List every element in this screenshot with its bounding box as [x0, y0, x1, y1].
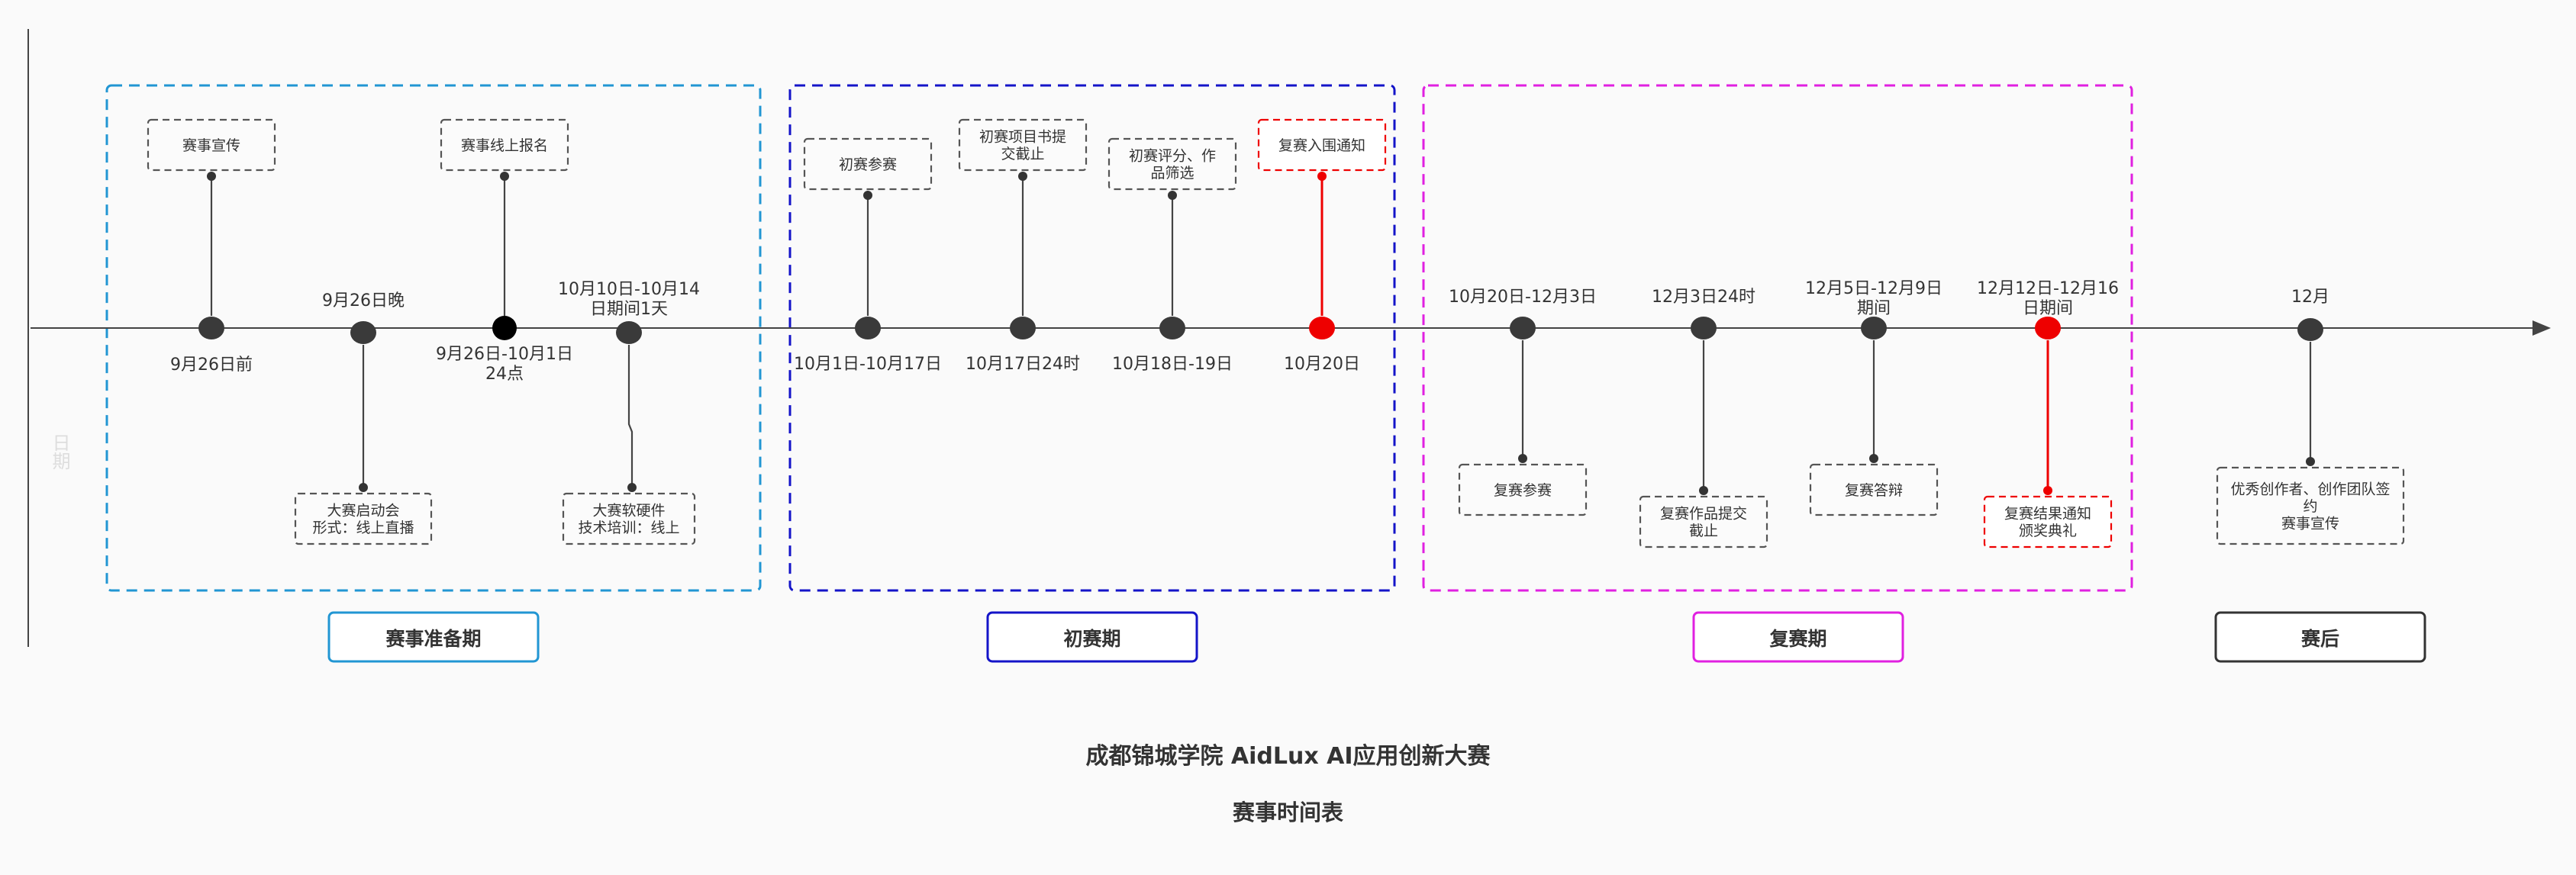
milestone-event-box	[562, 492, 696, 545]
milestone-node	[1861, 317, 1887, 339]
milestone-connector-dot	[863, 191, 872, 200]
milestone-event-box	[1983, 495, 2113, 548]
milestone-event-box	[147, 118, 276, 172]
phase-label-box-2	[1692, 611, 1904, 663]
side-axis-label: 日期	[49, 433, 70, 470]
milestone-date-label: 10月18日-19日	[1112, 355, 1233, 374]
phase-box-0	[105, 84, 762, 592]
milestone-0: 赛事宣传 9月26日前	[147, 118, 276, 375]
milestone-event-label: 复赛参赛	[1494, 482, 1552, 499]
milestone-node	[616, 321, 642, 344]
milestone-node	[2035, 317, 2061, 339]
milestone-event-label: 初赛项目书提交截止	[979, 129, 1066, 162]
milestone-10: 复赛答辩 12月5日-12月9日期间	[1805, 279, 1942, 516]
milestone-node	[492, 316, 517, 340]
milestone-connector-dot	[1168, 191, 1177, 200]
milestone-event-label: 复赛入围通知	[1278, 137, 1365, 154]
milestone-date-label: 10月1日-10月17日	[794, 355, 942, 374]
milestone-event-label: 大赛启动会形式：线上直播	[312, 503, 414, 536]
milestone-date-label: 9月26日晚	[322, 291, 405, 310]
milestone-date-label: 10月20日	[1284, 355, 1360, 374]
milestone-node	[1159, 317, 1185, 339]
milestone-event-box	[1107, 137, 1237, 191]
milestone-8: 复赛参赛 10月20日-12月3日	[1449, 288, 1597, 516]
milestone-date-label: 10月20日-12月3日	[1449, 288, 1597, 307]
milestone-7: 复赛入围通知 10月20日	[1257, 118, 1387, 374]
milestone-12: 优秀创作者、创作团队签约赛事宣传 12月	[2216, 288, 2405, 545]
milestone-date-label: 10月17日24时	[966, 355, 1080, 374]
milestone-event-label: 大赛软硬件技术培训：线上	[578, 503, 679, 536]
milestone-date-label: 12月3日24时	[1652, 288, 1755, 307]
milestone-event-box	[1809, 463, 1939, 516]
milestone-event-label: 复赛答辩	[1845, 482, 1903, 499]
milestone-event-box	[294, 492, 433, 545]
milestone-event-label: 初赛评分、作品筛选	[1129, 148, 1216, 182]
milestone-node	[1309, 317, 1335, 339]
milestone-connector-dot	[1869, 454, 1878, 463]
milestone-connector-dot	[2306, 457, 2315, 466]
milestone-6: 初赛评分、作品筛选 10月18日-19日	[1107, 137, 1237, 374]
milestone-node	[2297, 318, 2323, 341]
phase-label-3: 赛后	[2300, 628, 2339, 650]
milestone-date-label: 9月26日前	[170, 355, 253, 375]
milestone-date-label: 12月5日-12月9日期间	[1805, 279, 1942, 318]
milestone-connector	[627, 345, 634, 487]
milestone-node	[198, 317, 224, 339]
milestone-event-box	[440, 118, 569, 172]
milestone-node	[350, 321, 376, 344]
milestone-connector-dot	[1699, 486, 1708, 495]
milestone-connector-dot	[627, 483, 637, 492]
milestone-event-label: 赛事宣传	[182, 137, 240, 154]
phase-label-box-3	[2214, 611, 2426, 663]
milestone-event-label: 复赛结果通知颁奖典礼	[2004, 506, 2091, 539]
milestone-date-label: 12月	[2291, 288, 2329, 307]
milestone-connector-dot	[207, 172, 216, 181]
milestone-node	[1691, 317, 1717, 339]
milestone-event-label: 复赛作品提交截止	[1660, 506, 1747, 539]
phase-box-1	[788, 84, 1396, 592]
milestone-event-box	[1639, 495, 1768, 548]
milestone-5: 初赛项目书提交截止 10月17日24时	[958, 118, 1088, 374]
milestone-connector-dot	[359, 483, 368, 492]
milestone-connector-dot	[1317, 172, 1327, 181]
milestone-event-label: 优秀创作者、创作团队签约赛事宣传	[2230, 481, 2390, 532]
page-subtitle: 赛事时间表	[1232, 799, 1343, 825]
milestone-event-label: 赛事线上报名	[461, 137, 548, 154]
milestone-node	[1010, 317, 1036, 339]
phase-label-1: 初赛期	[1063, 628, 1120, 650]
milestone-connector-dot	[500, 172, 509, 181]
milestone-connector-dot	[1018, 172, 1027, 181]
phase-label-0: 赛事准备期	[385, 628, 481, 650]
page-title: 成都锦城学院 AidLux AI应用创新大赛	[1085, 743, 1491, 770]
phase-box-2	[1422, 84, 2133, 592]
phase-label-box-1	[986, 611, 1198, 663]
milestone-connector-dot	[2043, 486, 2052, 495]
milestone-connector-dot	[1518, 454, 1527, 463]
milestone-event-box	[803, 137, 933, 191]
milestone-1: 大赛启动会形式：线上直播 9月26日晚	[294, 291, 433, 545]
milestone-event-box	[2216, 466, 2405, 545]
milestone-node	[1510, 317, 1536, 339]
phase-label-box-0	[327, 611, 540, 663]
milestone-event-box	[1458, 463, 1588, 516]
milestone-event-label: 初赛参赛	[839, 156, 897, 173]
phase-label-2: 复赛期	[1769, 628, 1826, 650]
milestone-event-box	[958, 118, 1088, 172]
milestone-node	[855, 317, 881, 339]
milestone-4: 初赛参赛 10月1日-10月17日	[794, 137, 942, 374]
milestone-event-box	[1257, 118, 1387, 172]
milestone-9: 复赛作品提交截止 12月3日24时	[1639, 288, 1768, 548]
